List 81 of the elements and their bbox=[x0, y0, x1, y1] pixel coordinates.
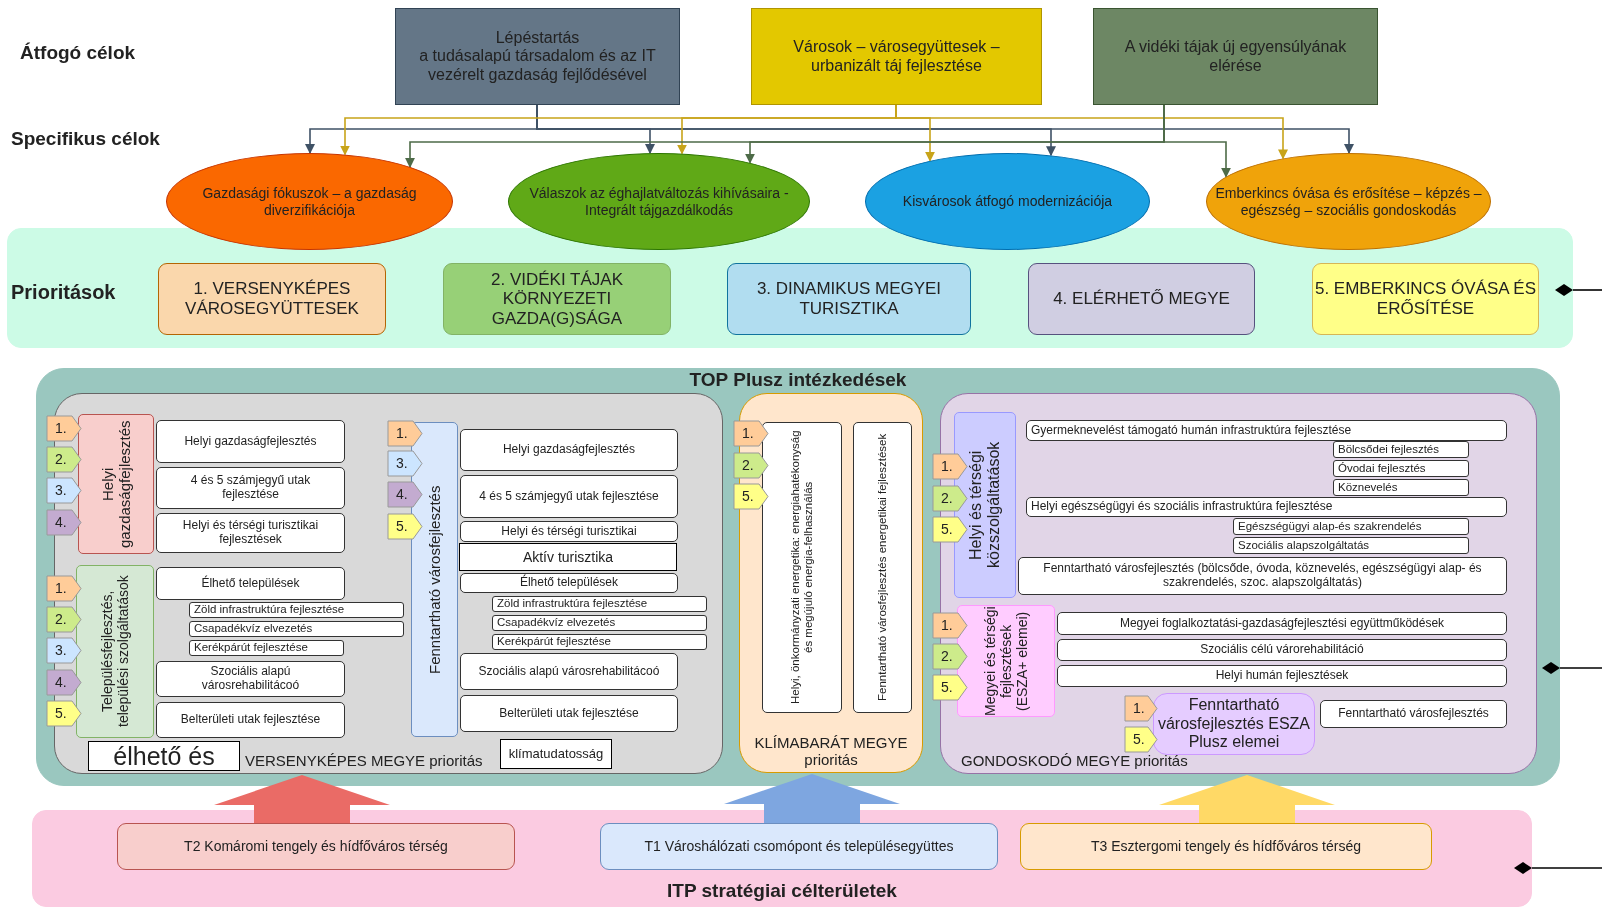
goal-ellipse: Emberkincs óvása és erősítése – képzés – egészség – szociális gondoskodás bbox=[1206, 153, 1491, 250]
panel-title: VERSENYKÉPES MEGYE prioritás bbox=[245, 751, 483, 769]
priority-band bbox=[7, 228, 1573, 348]
measure-box: Szociális célú várorehabilitáció bbox=[1057, 639, 1507, 661]
number-tag: 1. bbox=[387, 420, 423, 447]
goal-ellipse: Kisvárosok átfogó modernizációja bbox=[865, 153, 1150, 250]
group-panel: Településfejlesztés, települési szolgáltatások bbox=[76, 565, 154, 738]
measure-box: 4 és 5 számjegyű utak fejlesztése bbox=[156, 467, 345, 509]
block-arrow bbox=[214, 775, 390, 823]
measure-box: Fenntartható városfejlesztés energetikai fejlesztések bbox=[853, 422, 912, 713]
measure-box: Helyi és térségi turisztikai bbox=[460, 521, 678, 542]
connector-line bbox=[1542, 662, 1602, 674]
measure-box: Helyi gazdaságfejlesztés bbox=[156, 420, 345, 463]
panel-title: ITP stratégiai célterületek bbox=[667, 880, 897, 902]
measure-box: Fenntartható városfejlesztés (bölcsőde, óvoda, köznevelés, egészségügyi alap- és szakrendelés, szoc. alapszolgáltatás) bbox=[1018, 557, 1507, 595]
priority-box: 2. VIDÉKI TÁJAK KÖRNYEZETI GAZDA(G)SÁGA bbox=[443, 263, 671, 335]
goal-text: a tudásalapú társadalom és az IT vezérelt gazdaság fejlődésével bbox=[418, 47, 657, 85]
measure-box: Szociális alapú városrehabilitácoó bbox=[156, 661, 345, 697]
measure-box: Belterületi utak fejlesztése bbox=[156, 702, 345, 738]
block-arrow bbox=[724, 774, 900, 823]
priority-box: 3. DINAMIKUS MEGYEI TURISZTIKA bbox=[727, 263, 971, 335]
measure-box: 4 és 5 számjegyű utak fejlesztése bbox=[460, 475, 678, 518]
measure-box: Élhető települések bbox=[460, 573, 678, 593]
priority-box: 4. ELÉRHETŐ MEGYE bbox=[1028, 263, 1255, 335]
measure-box: Helyi gazdaságfejlesztés bbox=[460, 429, 678, 471]
measure-box: Belterületi utak fejlesztése bbox=[460, 695, 678, 732]
priority-box: 1. VERSENYKÉPES VÁROSEGYÜTTESEK bbox=[158, 263, 386, 335]
priority-panel bbox=[940, 393, 1537, 774]
goal-ellipse: Válaszok az éghajlatváltozás kihívásaira - Integrált tájgazdálkodás bbox=[508, 153, 810, 250]
arrow bbox=[1163, 104, 1231, 178]
group-panel: Fenntartható városfejlesztés bbox=[411, 422, 458, 737]
measure-box: Helyi, önkormányzati energetika: energiahatékonyság és megújuló energia-felhasználás bbox=[762, 422, 842, 713]
area-box: T1 Városhálózati csomópont és településegyüttes bbox=[600, 823, 998, 870]
area-box: T2 Komáromi tengely és hídfőváros térség bbox=[117, 823, 515, 870]
priority-panel bbox=[739, 393, 923, 773]
measure-box: Zöld infrastruktúra fejlesztése bbox=[189, 602, 404, 618]
goal-box bbox=[395, 8, 680, 105]
measure-box: Szociális alapszolgáltatás bbox=[1233, 537, 1469, 554]
measure-box: Zöld infrastruktúra fejlesztése bbox=[492, 596, 707, 612]
panel-title: KLÍMABARÁT MEGYE prioritás bbox=[753, 733, 909, 768]
area-box: T3 Esztergomi tengely és hídfőváros térség bbox=[1020, 823, 1432, 870]
note-box: Aktív turisztika bbox=[459, 543, 677, 571]
measure-box: Kerékpárút fejlesztése bbox=[189, 640, 344, 656]
row-heading: Prioritások bbox=[11, 281, 116, 304]
measure-box: Egészségügyi alap-és szakrendelés bbox=[1233, 518, 1469, 535]
group-panel: Fenntartható városfejlesztés ESZA Plusz elemei bbox=[1153, 693, 1315, 755]
number-tag: 1. bbox=[1124, 695, 1158, 722]
row-heading: Specifikus célok bbox=[11, 128, 160, 150]
panel-title: TOP Plusz intézkedések bbox=[689, 369, 907, 391]
measure-box: Köznevelés bbox=[1333, 479, 1469, 496]
group-panel: Helyi gazdaságfejlesztés bbox=[78, 414, 154, 554]
measure-box: Helyi egészségügyi és szociális infrastruktúra fejlesztése bbox=[1026, 497, 1507, 517]
group-panel: Megyei és térségi fejlesztések (ESZA+ elemei) bbox=[957, 605, 1055, 717]
priority-box: 5. EMBERKINCS ÓVÁSA ÉS ERŐSÍTÉSE bbox=[1312, 263, 1539, 335]
measure-box: Kerékpárút fejlesztése bbox=[492, 634, 707, 650]
measure-box: Élhető települések bbox=[156, 567, 345, 600]
measure-box: Helyi humán fejlesztések bbox=[1057, 665, 1507, 687]
goal-ellipse: Gazdasági fókuszok – a gazdaság diverzifikációja bbox=[166, 153, 453, 250]
goal-box: Városok – városegyüttesek – urbanizált táj fejlesztése bbox=[751, 8, 1042, 105]
number-tag: 5. bbox=[1124, 726, 1158, 753]
block-arrow bbox=[1159, 775, 1335, 823]
measure-box: Fenntartható városfejlesztés bbox=[1320, 700, 1507, 728]
target-area-band bbox=[32, 810, 1532, 907]
row-heading: Átfogó célok bbox=[20, 42, 136, 64]
note-box: élhető és bbox=[88, 741, 240, 771]
priority-panel bbox=[54, 393, 723, 774]
note-box: klímatudatosság bbox=[500, 739, 612, 769]
measures-panel bbox=[36, 368, 1560, 786]
measure-box: Megyei foglalkoztatási-gazdaságfejlesztési együttműködések bbox=[1057, 612, 1507, 635]
measure-box: Bölcsődei fejlesztés bbox=[1333, 441, 1469, 458]
goal-box: A vidéki tájak új egyensúlyának elérése bbox=[1093, 8, 1378, 105]
group-panel: Helyi és térségi közszolgáltatások bbox=[954, 412, 1016, 598]
goal-heading: Lépéstartás bbox=[495, 28, 580, 48]
measure-box: Csapadékvíz elvezetés bbox=[189, 621, 404, 637]
measure-box: Szociális alapú városrehabilitácoó bbox=[460, 653, 678, 690]
measure-box: Helyi és térségi turisztikai fejlesztések bbox=[156, 513, 345, 553]
connector-line bbox=[1514, 862, 1602, 874]
measure-box: Óvodai fejlesztés bbox=[1333, 460, 1469, 477]
connector-line bbox=[1555, 284, 1602, 296]
measure-box: Gyermeknevelést támogató humán infrastruktúra fejlesztése bbox=[1026, 420, 1507, 441]
measure-box: Csapadékvíz elvezetés bbox=[492, 615, 707, 631]
